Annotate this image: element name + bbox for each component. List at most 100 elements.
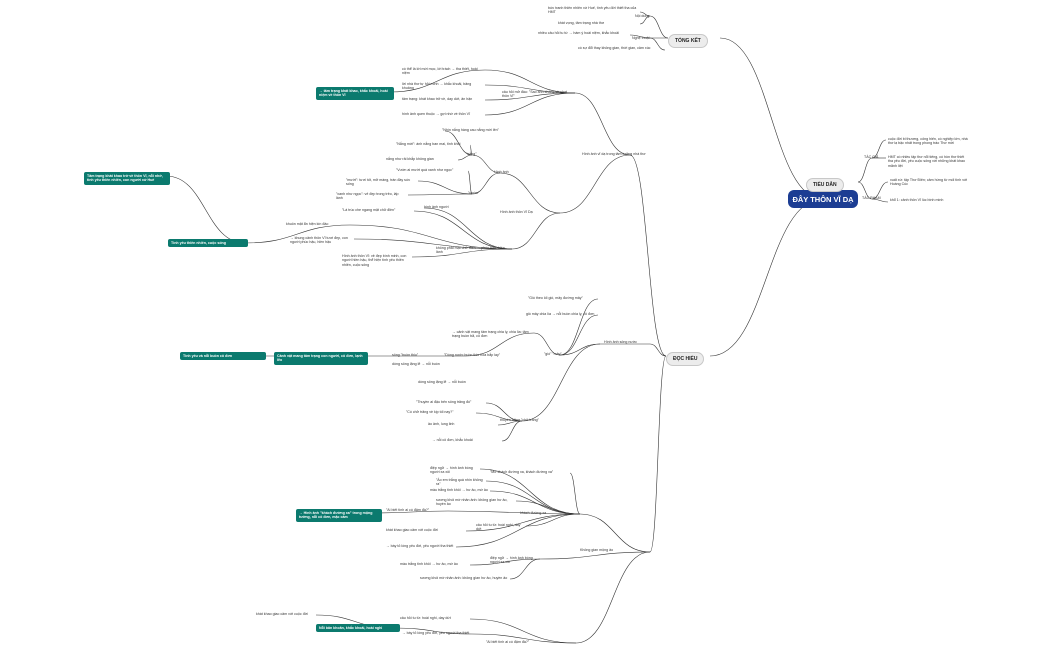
- connector-line: [484, 92, 576, 116]
- kho2-callout: Cảnh vật mang tâm trạng con người, cô đơ…: [274, 352, 368, 365]
- connector-line: [417, 180, 473, 195]
- connector-line: [455, 513, 581, 548]
- kho3-left-note: khát khao giao cảm với cuộc đời: [256, 612, 308, 616]
- connector-line: [353, 238, 513, 250]
- tong-ket-nghe-thuat-1: nhiều câu hỏi tu từ → hàm ý hoài niệm, k…: [538, 31, 619, 35]
- category-tieu-dan[interactable]: TIỂU DẪN: [806, 178, 844, 192]
- canh-label: Hình ảnh: [494, 170, 509, 174]
- kho1-callout: → tâm trạng khát khao, khắc khoải, hoài …: [316, 87, 394, 100]
- kho2-thuyen-2: "Có chở trăng về kịp tối nay?": [406, 410, 454, 414]
- connector-line: [447, 510, 581, 515]
- connector-line: [629, 34, 651, 39]
- connector-line: [539, 551, 651, 560]
- kho3-9: → bày tỏ lòng yêu đời, yêu người tha thi…: [386, 544, 454, 548]
- tong-ket-nghe-thuat: Nghệ thuật: [632, 36, 650, 40]
- kho2-thuyen: thuyền trăng "chở trăng": [500, 418, 539, 422]
- connector-line: [871, 198, 889, 203]
- connector-line: [649, 15, 669, 39]
- kho3-ai-2: → bày tỏ lòng yêu đời, yêu người tha thi…: [402, 631, 470, 635]
- connector-line: [471, 633, 577, 644]
- kho3-2: điệp ngữ → hình ảnh bóng người xa xôi: [430, 466, 473, 475]
- kho2-3: → cảnh vật mang tâm trạng chia ly, chia …: [452, 330, 529, 339]
- kho2-summary: → nỗi cô đơn, khắc khoải: [432, 438, 473, 442]
- connector-line: [457, 154, 473, 161]
- kho1-note-4: hình ảnh quen thuộc → gợi nhớ về thôn Vĩ: [402, 112, 471, 116]
- connector-line: [349, 224, 513, 250]
- vuon-2: "mướt": tươi tốt, mỡ màng, tràn đầy sức …: [346, 178, 411, 187]
- category-tong-ket[interactable]: TỔNG KẾT: [668, 34, 708, 48]
- kho1-title: Hình ảnh vĩ dạ trong tâm tưởng nhà thơ: [582, 152, 646, 156]
- connector-line: [375, 510, 449, 514]
- connector-line: [244, 224, 351, 244]
- connector-line: [469, 618, 577, 644]
- kho1-note-2: lời nhà thơ tự hỏi mình → khắc khoải, bâ…: [402, 82, 472, 91]
- connector-line: [857, 157, 873, 183]
- connector-line: [485, 402, 523, 422]
- tieu-dan-tac-pham-2: khổ 1: cảnh thôn Vĩ lúc bình minh: [890, 198, 944, 202]
- connector-line: [484, 69, 576, 94]
- kho1-note-1: có thể là lời mời mọc, lời trách → tha t…: [402, 67, 478, 76]
- connector-line: [389, 69, 486, 93]
- connector-line: [871, 139, 887, 159]
- connector-line: [559, 154, 631, 214]
- nguoi-label: hình ảnh người: [424, 205, 449, 209]
- tong-ket-noi-dung-2: khát vọng, tâm trạng nhà thơ: [558, 21, 605, 25]
- connector-line: [484, 84, 576, 94]
- connector-line: [407, 193, 473, 196]
- tieu-dan-tac-gia-1: cuộc đời bi thương, cống hiến, có nghiệp…: [888, 137, 968, 146]
- kho3-3: "Áo em trắng quá nhìn không ra": [436, 478, 483, 487]
- kho3-poem: sương khói mờ nhân ảnh: không gian hư ảo…: [420, 576, 508, 580]
- nguoi-4: → khung cảnh thôn Vĩ tươi đẹp, con người…: [290, 236, 348, 245]
- nang-3: nắng như rải khắp không gian: [386, 157, 434, 161]
- kho2-detail-a: dòng sông lặng lẽ → nỗi buồn: [418, 380, 466, 384]
- connector-line: [467, 170, 473, 195]
- kho1-summary: Hình ảnh thôn Vĩ: vẻ đẹp bình minh, con …: [342, 254, 407, 267]
- kho3-gio: điệp ngữ → hình ảnh bóng người xa xôi: [490, 556, 533, 565]
- category-doc-hieu[interactable]: ĐỌC HIỂU: [666, 352, 705, 366]
- kho3-ai-1: câu hỏi tu từ: hoài nghi, day dứt: [400, 616, 451, 620]
- kho3-1: "Mơ khách đường xa, khách đường xa": [490, 470, 554, 474]
- left-note-main: Tâm trạng khát khao trở về thôn Vĩ, nỗi …: [84, 172, 170, 185]
- connector-line: [501, 420, 523, 442]
- kho3-left-callout: Nỗi băn khoăn, khắc khoải, hoài nghi: [316, 624, 400, 633]
- connector-line: [559, 314, 599, 356]
- thon-vi-title: Hình ảnh thôn Vĩ Dạ: [500, 210, 533, 214]
- kho2-song: sông "buồn thiu": [392, 353, 419, 357]
- connector-line: [533, 332, 561, 356]
- connector-line: [509, 558, 541, 580]
- kho3-gio-1: màu trắng tinh khôi → hư ảo, mờ ảo: [400, 562, 458, 566]
- connector-line: [479, 468, 581, 515]
- connector-line: [649, 37, 666, 51]
- connector-line: [574, 92, 631, 156]
- root-node[interactable]: ĐÂY THÔN VĨ DẠ: [788, 190, 858, 208]
- tieu-dan-tac-pham-1: xuất xứ: tập Thơ Điên; cảm hứng từ mối t…: [890, 178, 968, 187]
- tong-ket-noi-dung: Nội dung: [635, 14, 650, 18]
- kho3-6: "Ai biết tình ai có đậm đà?": [386, 508, 430, 512]
- kho2-2: gió mây chia lìa → nỗi buồn chia ly, cô …: [526, 312, 595, 316]
- kho3-title: Không gian mộng ảo: [580, 548, 614, 552]
- kho2-title: Hình ảnh sông nước: [604, 340, 637, 344]
- vuon-3: "xanh như ngọc": vẻ đẹp trong trẻo, lấp …: [336, 192, 399, 201]
- connector-line: [559, 298, 599, 356]
- connector-line: [719, 37, 824, 200]
- connector-line: [411, 248, 513, 258]
- kho3-7: câu hỏi tu từ: hoài nghi, day dứt: [476, 523, 521, 532]
- nguoi-3: khuôn mặt ẩn hiện kín đáo: [286, 222, 329, 226]
- tieu-dan-tac-gia-2: HMT có nhiều tập thơ nổi tiếng, có hồn t…: [888, 155, 966, 168]
- connector-line: [629, 154, 667, 357]
- connector-line: [444, 130, 473, 156]
- nguoi-2: không phải mặt chữ điền → phúc hậu, hiền…: [436, 246, 505, 255]
- tong-ket-noi-dung-1: bức tranh thiên nhiên xứ Huế, tình yêu đ…: [548, 6, 637, 15]
- connector-line: [569, 472, 581, 515]
- connector-line: [649, 355, 667, 553]
- kho2-label: "gió" "mây": [544, 352, 562, 356]
- connector-line: [579, 513, 651, 553]
- connector-line: [521, 343, 601, 422]
- kho2-song-1: "Dòng nước buồn thiu hoa bắp lay": [444, 353, 501, 357]
- kho3-label: khách đường xa: [520, 511, 547, 515]
- kho1-note-3: tâm trạng: khát khao trở về, day dứt, ân…: [402, 97, 473, 101]
- kho2-song-2: dòng sông lặng lẽ → nỗi buồn: [392, 362, 440, 366]
- connector-line: [709, 198, 824, 357]
- kho2-1: "Gió theo lối gió, mây đường mây": [528, 296, 583, 300]
